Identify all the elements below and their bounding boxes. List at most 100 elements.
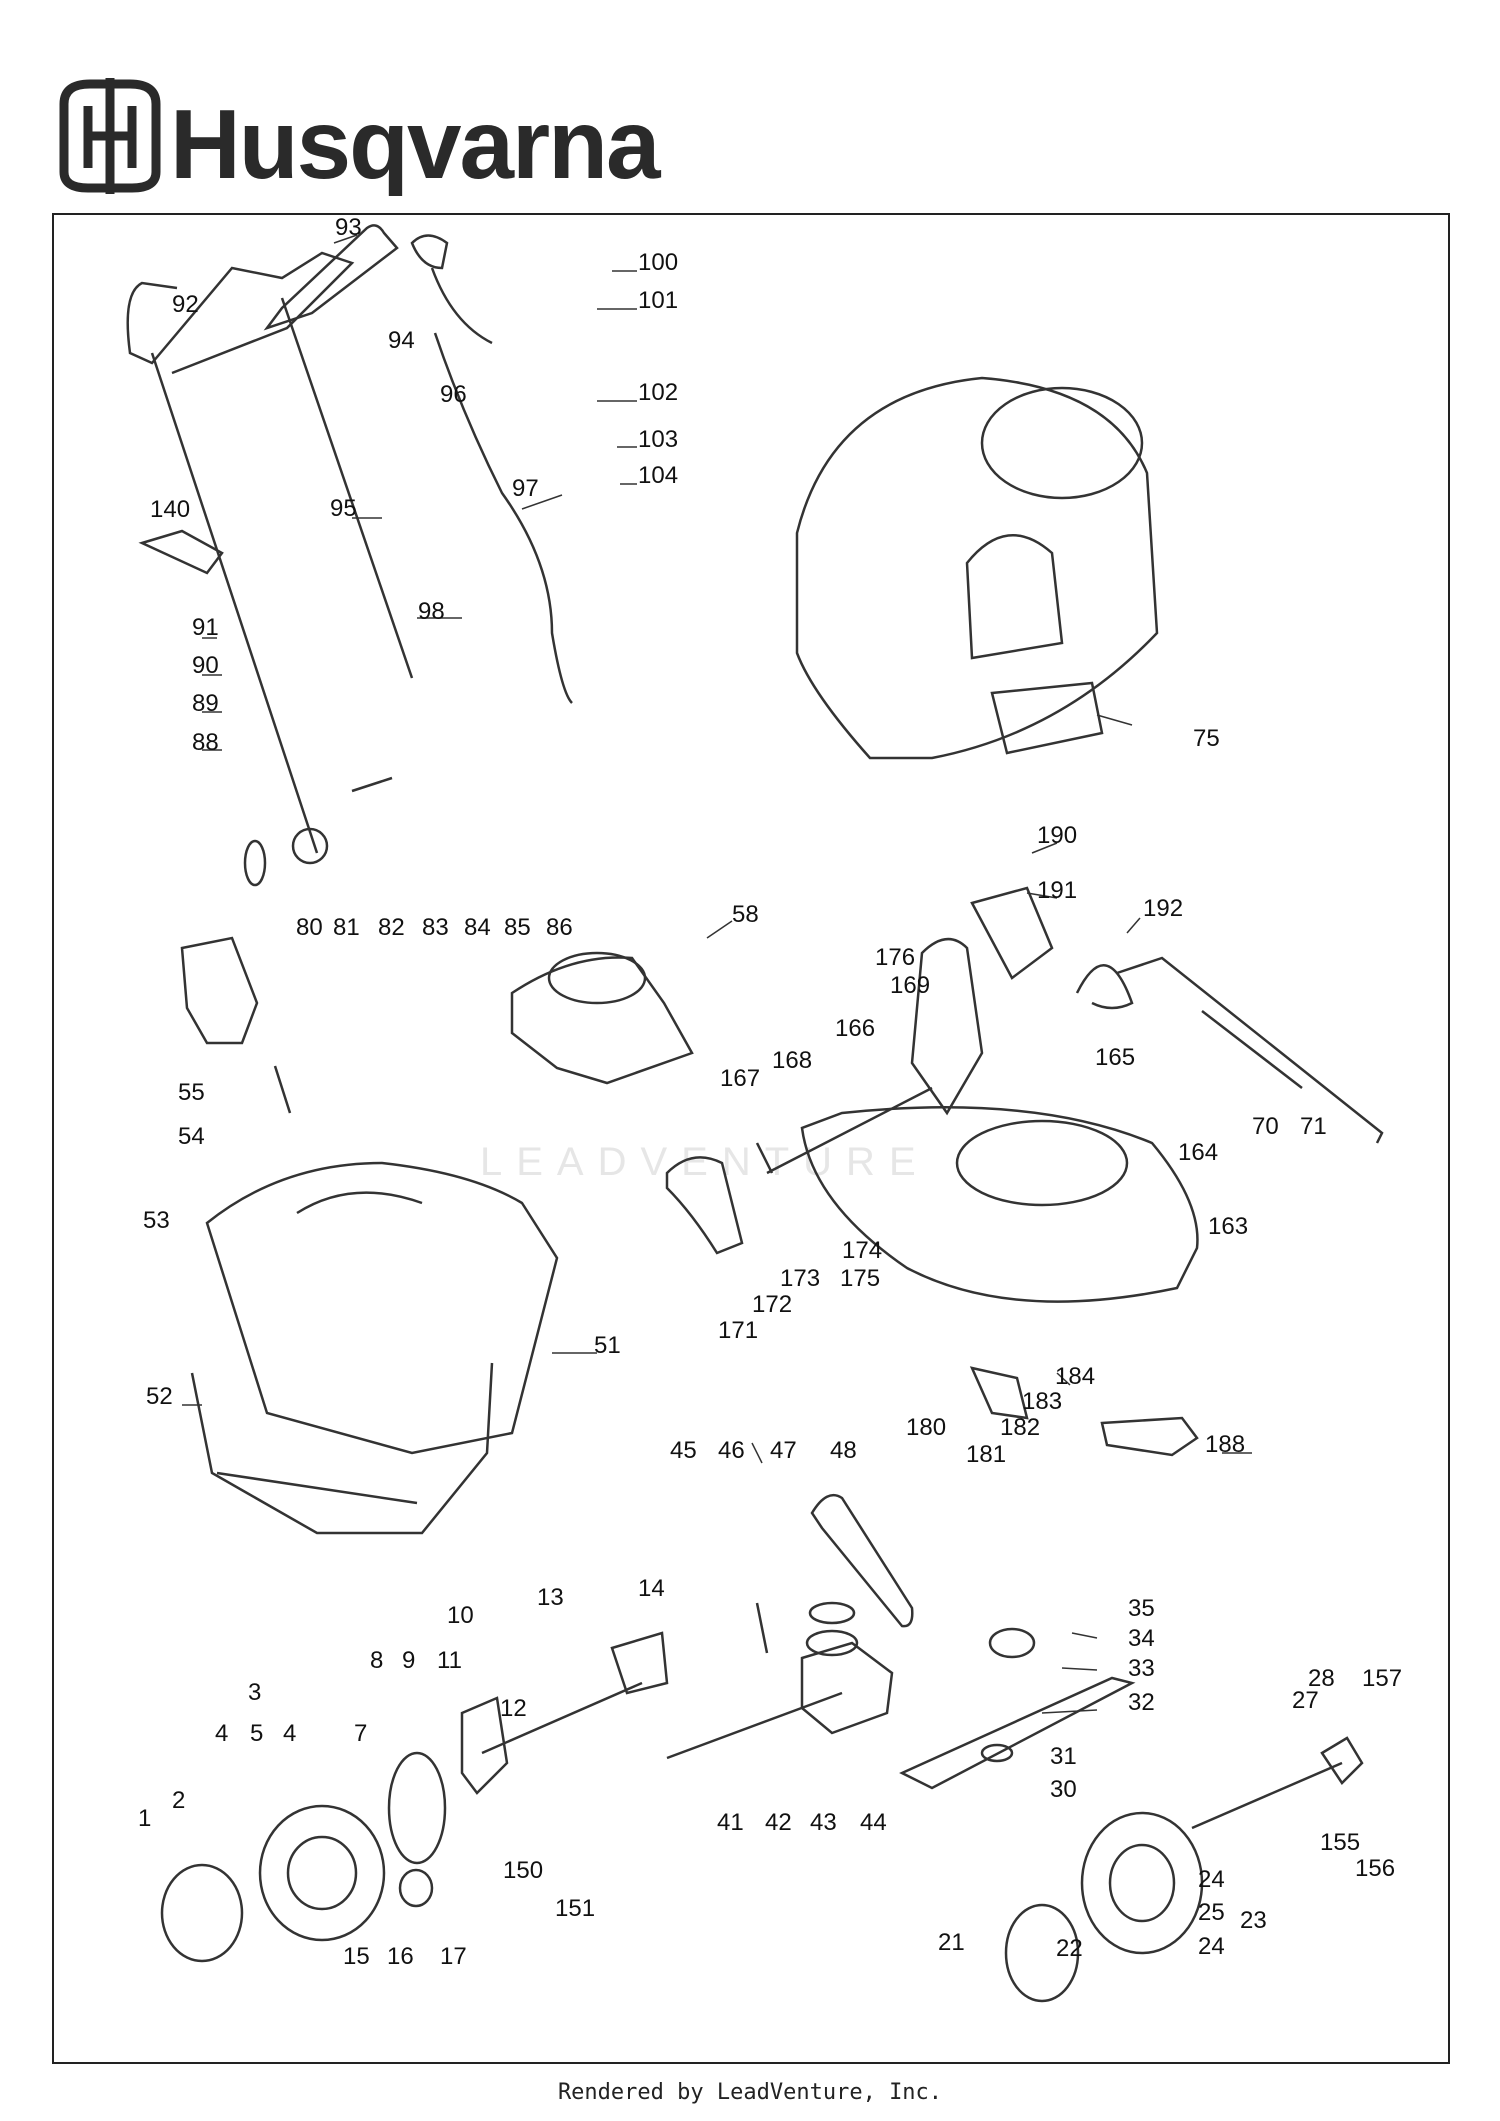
- part-label: 45: [670, 1437, 697, 1464]
- part-label: 3: [248, 1679, 261, 1706]
- part-label: 10: [447, 1602, 474, 1629]
- part-label: 81: [333, 914, 360, 941]
- part-label: 168: [772, 1047, 812, 1074]
- flap-knob: [547, 951, 647, 1005]
- rear-flap: [510, 956, 694, 1085]
- part-label: 5: [250, 1720, 263, 1747]
- part-label: 23: [1240, 1907, 1267, 1934]
- part-label: 176: [875, 944, 915, 971]
- part-label: 70: [1252, 1113, 1279, 1140]
- engine-cover: [795, 376, 1159, 760]
- adjuster-bolt: [351, 776, 393, 793]
- part-label: 9: [402, 1647, 415, 1674]
- rod-spring: [1201, 1010, 1303, 1089]
- part-label: 98: [418, 598, 445, 625]
- part-label: 171: [718, 1317, 758, 1344]
- part-label: 46: [718, 1437, 745, 1464]
- part-label: 14: [638, 1575, 665, 1602]
- brand-wordmark: Husqvarna: [170, 89, 662, 196]
- part-label: 24: [1198, 1933, 1225, 1960]
- part-label: 27: [1292, 1687, 1319, 1714]
- part-label: 167: [720, 1065, 760, 1092]
- part-label: 44: [860, 1809, 887, 1836]
- front-bracket: [460, 1696, 509, 1795]
- part-label: 55: [178, 1079, 205, 1106]
- part-label: 164: [1178, 1139, 1218, 1166]
- part-label: 11: [437, 1647, 462, 1674]
- spring-clip: [1075, 964, 1134, 1010]
- footer-credit: Rendered by LeadVenture, Inc.: [557, 2080, 943, 2105]
- adjuster-wheel: [291, 827, 329, 865]
- part-label: 157: [1362, 1665, 1402, 1692]
- part-label: 80: [296, 914, 323, 941]
- part-label: 101: [638, 287, 678, 314]
- catcher-handle: [296, 1191, 423, 1215]
- part-label: 163: [1208, 1213, 1248, 1240]
- rear-wheel-hub: [1108, 1843, 1176, 1923]
- catcher-frame: [205, 1161, 559, 1455]
- engine-fins: [990, 681, 1104, 755]
- part-label: 52: [146, 1383, 173, 1410]
- side-bracket: [665, 1156, 744, 1255]
- part-label: 15: [343, 1943, 370, 1970]
- part-label: 100: [638, 249, 678, 276]
- part-label: 33: [1128, 1655, 1155, 1682]
- adjuster-spring: [243, 839, 267, 887]
- part-label: 182: [1000, 1414, 1040, 1441]
- deck-center: [955, 1119, 1129, 1207]
- part-label: 42: [765, 1809, 792, 1836]
- handle-bar-left: [150, 352, 319, 854]
- front-axle-arm: [610, 1631, 669, 1695]
- throttle-wire: [430, 267, 493, 345]
- part-label: 2: [172, 1787, 185, 1814]
- part-label: 174: [842, 1237, 882, 1264]
- part-label: 86: [546, 914, 573, 941]
- throttle-cable: [433, 332, 573, 704]
- part-label: 4: [215, 1720, 228, 1747]
- part-label: 169: [890, 972, 930, 999]
- part-label: 30: [1050, 1776, 1077, 1803]
- part-label: 75: [1193, 725, 1220, 752]
- part-label: 150: [503, 1857, 543, 1884]
- pinion-gear: [398, 1868, 434, 1908]
- axle-lever: [1320, 1736, 1364, 1785]
- part-label: 95: [330, 495, 357, 522]
- rear-hubcap: [1004, 1903, 1080, 2003]
- rear-rod: [1116, 956, 1384, 1144]
- part-label: 180: [906, 1414, 946, 1441]
- part-label: 32: [1128, 1689, 1155, 1716]
- mulch-plug: [180, 936, 259, 1045]
- plug-spring: [273, 1065, 292, 1114]
- part-label: 190: [1037, 822, 1077, 849]
- part-label: 97: [512, 475, 539, 502]
- crown-emblem-icon: [59, 78, 161, 194]
- part-label: 192: [1143, 895, 1183, 922]
- part-label: 89: [192, 690, 219, 717]
- upper-handle: [126, 251, 355, 375]
- engine-label-panel: [965, 533, 1064, 660]
- part-label: 156: [1355, 1855, 1395, 1882]
- grass-bag: [190, 1362, 494, 1535]
- drive-shaft: [666, 1691, 843, 1760]
- part-label: 172: [752, 1291, 792, 1318]
- front-wheel: [258, 1804, 386, 1942]
- part-label: 188: [1205, 1431, 1245, 1458]
- pulley-top: [808, 1601, 856, 1625]
- leader-lines: [182, 234, 1252, 1714]
- part-label: 1: [138, 1805, 151, 1832]
- engine-top-cap: [980, 386, 1144, 500]
- part-label: 12: [500, 1695, 527, 1722]
- part-label: 4: [283, 1720, 296, 1747]
- drive-belt: [810, 1493, 914, 1628]
- gearbox: [800, 1641, 894, 1735]
- part-label: 71: [1300, 1113, 1327, 1140]
- part-label: 21: [938, 1929, 965, 1956]
- part-label: 173: [780, 1265, 820, 1292]
- part-label: 35: [1128, 1595, 1155, 1622]
- part-label: 88: [192, 729, 219, 756]
- watermark: LEADVENTURE: [480, 1140, 930, 1184]
- part-label: 17: [440, 1943, 467, 1970]
- blade-adapter: [988, 1627, 1036, 1659]
- part-label: 96: [440, 381, 467, 408]
